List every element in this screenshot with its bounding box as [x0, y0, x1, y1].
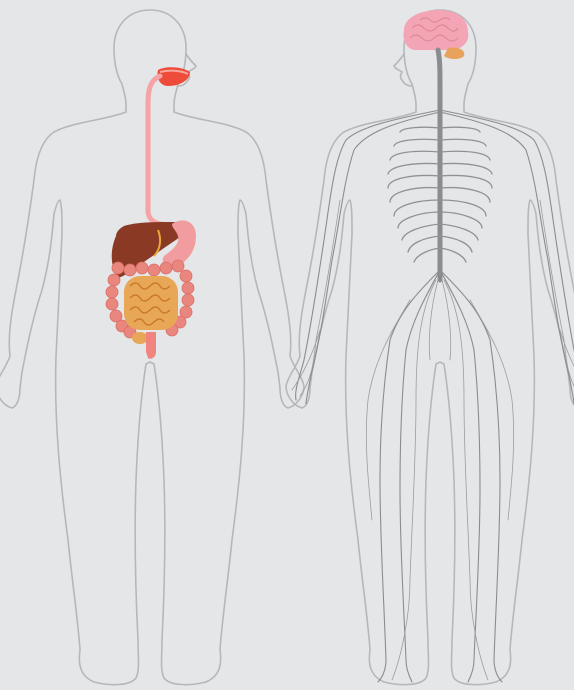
- brain-icon: [403, 10, 468, 50]
- leg-nerves: [366, 270, 513, 682]
- spinal-cord: [438, 50, 440, 280]
- cecum: [132, 332, 148, 344]
- nervous-figure: [286, 10, 574, 685]
- face-profile-right: [394, 54, 412, 86]
- rectum: [146, 332, 156, 359]
- esophagus: [148, 76, 172, 226]
- digestive-figure: [0, 10, 304, 685]
- arm-nerves: [292, 110, 574, 404]
- body-outline-right: [286, 10, 574, 685]
